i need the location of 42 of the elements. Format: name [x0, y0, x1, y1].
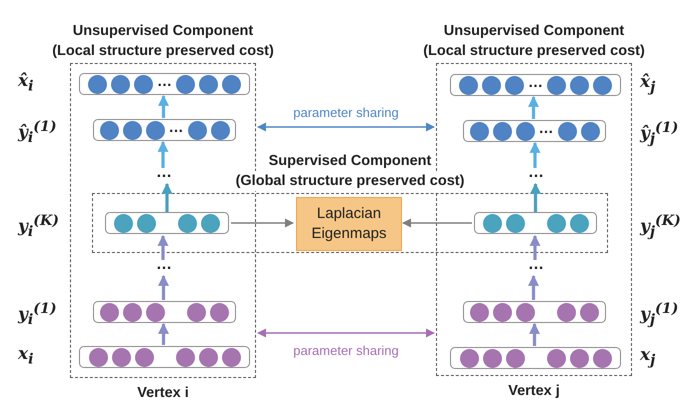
neuron-layer	[93, 119, 236, 141]
edge-label: parameter sharing	[293, 343, 399, 358]
layer-label: x$_{i}$	[18, 344, 34, 370]
arrow	[528, 96, 539, 119]
arrow	[158, 274, 169, 300]
arrow	[231, 218, 294, 228]
component-heading: (Global structure preserved cost)	[236, 171, 464, 191]
arrow	[158, 234, 168, 260]
ellipsis: …	[156, 167, 172, 179]
process-box: Laplacian Eigenmaps	[296, 197, 402, 251]
neuron-layer	[463, 301, 606, 323]
arrow	[402, 218, 472, 228]
arrow	[257, 122, 435, 132]
neuron-layer	[93, 301, 236, 323]
ellipsis: …	[528, 77, 543, 89]
arrow	[530, 234, 540, 260]
neuron-layer	[105, 212, 229, 234]
arrow	[528, 274, 539, 300]
neuron-layer	[463, 120, 606, 142]
ellipsis: …	[538, 123, 554, 135]
layer-label: x̂$_{i}$	[18, 71, 34, 96]
arrow	[158, 322, 169, 345]
neuron-layer	[474, 212, 597, 234]
neuron-layer	[450, 347, 621, 369]
arrow	[530, 142, 540, 168]
arrow	[529, 322, 540, 346]
arrow	[158, 94, 169, 118]
ellipsis: …	[168, 122, 184, 134]
arrow	[158, 140, 168, 168]
ellipsis: …	[156, 259, 172, 271]
arrow	[530, 182, 541, 212]
layer-label: x$_{j}$	[640, 345, 656, 370]
neuron-layer	[79, 73, 250, 95]
layer-label: x̂$_{j}$	[640, 72, 656, 98]
arrow	[162, 182, 172, 212]
ellipsis: …	[528, 259, 544, 271]
arrow	[257, 328, 435, 338]
ellipsis: …	[157, 76, 172, 88]
ellipsis: …	[528, 167, 544, 179]
edge-label: parameter sharing	[293, 105, 399, 120]
neuron-layer	[79, 346, 250, 368]
neuron-layer	[450, 74, 621, 96]
